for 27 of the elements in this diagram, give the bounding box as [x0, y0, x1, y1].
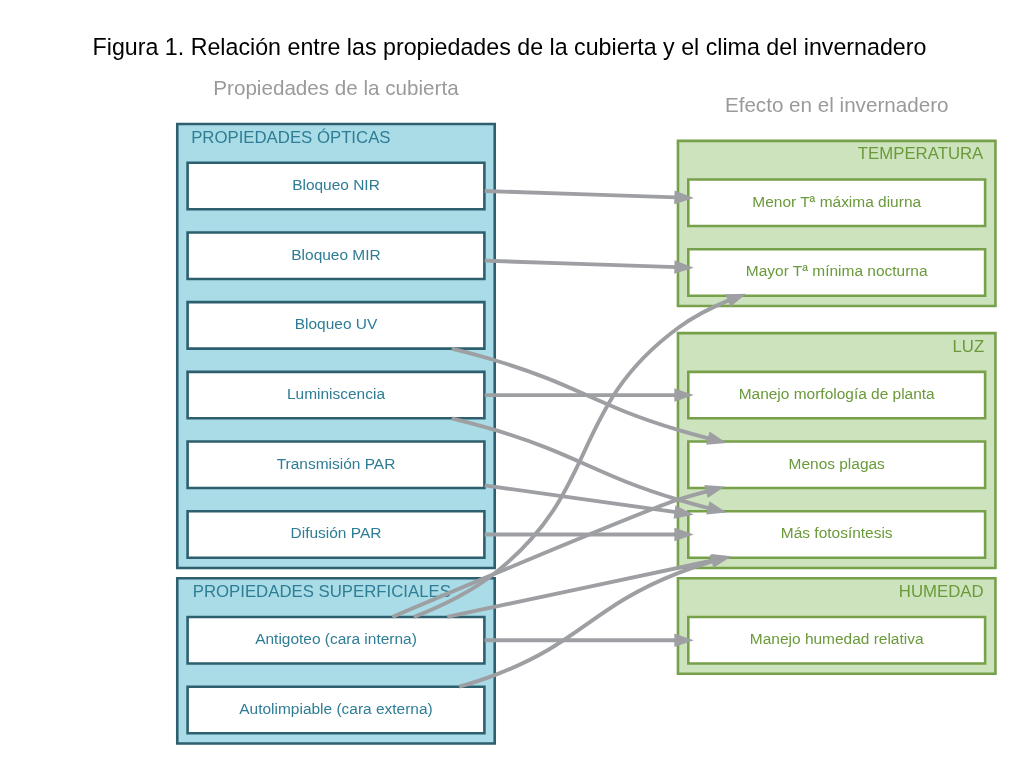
arrow	[484, 633, 694, 647]
node-box: Manejo morfología de planta	[687, 370, 987, 420]
node-box: Mayor Tª mínima nocturna	[687, 247, 987, 297]
arrow	[451, 346, 727, 445]
node-box: Más fotosíntesis	[687, 509, 987, 559]
node-box: Luminiscencia	[186, 370, 486, 420]
node-box: Menos plagas	[687, 439, 987, 489]
label: Propiedades de la cubierta	[213, 75, 459, 99]
node-box: Manejo humedad relativa	[687, 615, 987, 665]
arrow	[484, 482, 694, 519]
diagram-title: Figura 1. Relación entre las propiedades de la cubierta y el clima del invernadero	[92, 33, 927, 60]
node-box: Difusión PAR	[186, 509, 486, 559]
node-box: Antigoteo (cara interna)	[186, 615, 486, 665]
arrow	[451, 415, 727, 514]
arrow	[484, 258, 694, 274]
node-box: Bloqueo NIR	[186, 161, 486, 211]
arrow	[484, 188, 694, 204]
arrow	[391, 484, 725, 619]
node-box: Transmisión PAR	[186, 439, 486, 489]
node-box: Autolimpiable (cara externa)	[186, 684, 486, 734]
arrow	[484, 387, 694, 402]
arrow	[484, 527, 694, 541]
arrow	[413, 293, 746, 619]
label: Efecto en el invernadero	[724, 92, 949, 116]
node-box: Menor Tª máxima diurna	[687, 177, 987, 227]
node-box: Bloqueo MIR	[186, 230, 486, 280]
node-box: Bloqueo UV	[186, 300, 486, 350]
